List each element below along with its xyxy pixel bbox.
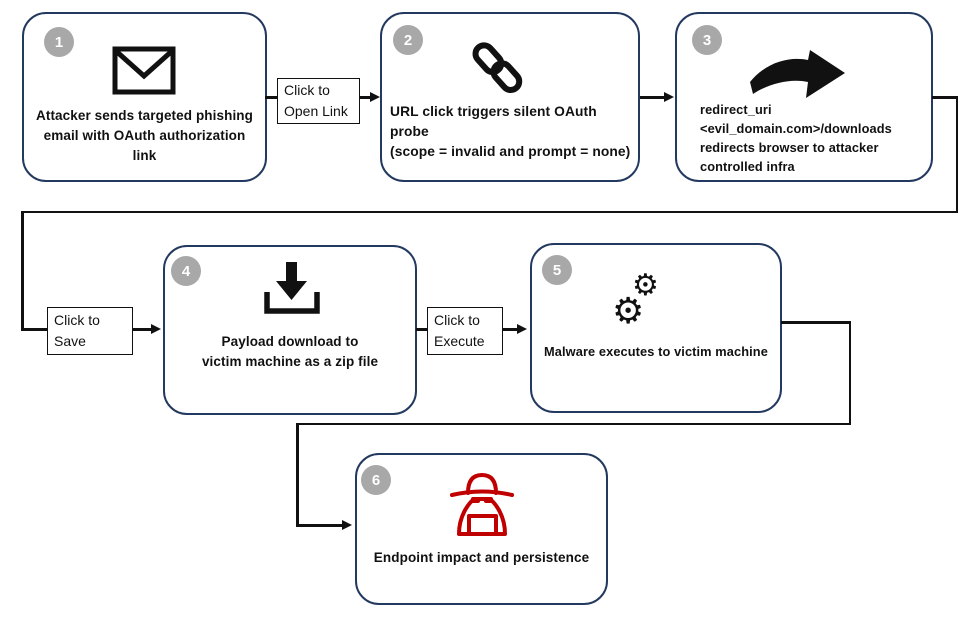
arrow-head (151, 323, 161, 334)
step-2-box (380, 12, 640, 182)
connector-line (296, 422, 299, 527)
connector-label-click-to-execute: Click to Execute (427, 307, 503, 355)
step-4-number-badge: 4 (171, 256, 201, 286)
arrow-head (370, 91, 380, 102)
gears-icon: ⚙ (632, 268, 659, 303)
step-4-text: Payload download to victim machine as a … (201, 334, 379, 369)
connector-line (296, 422, 851, 425)
step-5-text: Malware executes to victim machine (544, 344, 768, 359)
curved-arrow-icon (750, 50, 845, 98)
chain-link-icon (472, 42, 523, 93)
connector-label-click-to-open-link: Click to Open Link (277, 78, 360, 124)
arrow-head (517, 323, 527, 334)
step-4-box (163, 245, 417, 415)
connector-line (932, 96, 958, 99)
connector-line (132, 328, 153, 331)
step-2-text: URL click triggers silent OAuth probe (s… (390, 104, 631, 159)
step-2-number-badge: 2 (393, 25, 423, 55)
step-3-number-badge: 3 (692, 25, 722, 55)
arrow-head (664, 91, 674, 102)
connector-line (640, 96, 666, 99)
step-6-text: Endpoint impact and persistence (373, 550, 590, 565)
connector-line (21, 210, 24, 331)
connector-line (502, 328, 518, 331)
arrow-head (342, 519, 352, 530)
connector-line (265, 96, 278, 99)
connector-line (781, 321, 851, 324)
connector-line (21, 210, 958, 213)
envelope-icon (112, 46, 176, 95)
connector-line (359, 96, 372, 99)
connector-label-click-to-save: Click to Save (47, 307, 133, 355)
gear-small-icon: ⚙ (612, 291, 645, 332)
hacker-icon (450, 473, 514, 536)
connector-line (416, 328, 428, 331)
connector-line (21, 328, 48, 331)
step-5-number-badge: 5 (542, 255, 572, 285)
step-5-box (530, 243, 782, 413)
step-1-text: Attacker sends targeted phishing email w… (36, 108, 253, 163)
connector-line (296, 524, 344, 527)
step-3-text: redirect_uri <evil_domain.com>/downloads… (700, 102, 892, 174)
connector-line (955, 96, 958, 213)
download-icon (264, 262, 320, 314)
connector-line (848, 321, 851, 425)
step-6-number-badge: 6 (361, 465, 391, 495)
step-1-number-badge: 1 (44, 27, 74, 57)
